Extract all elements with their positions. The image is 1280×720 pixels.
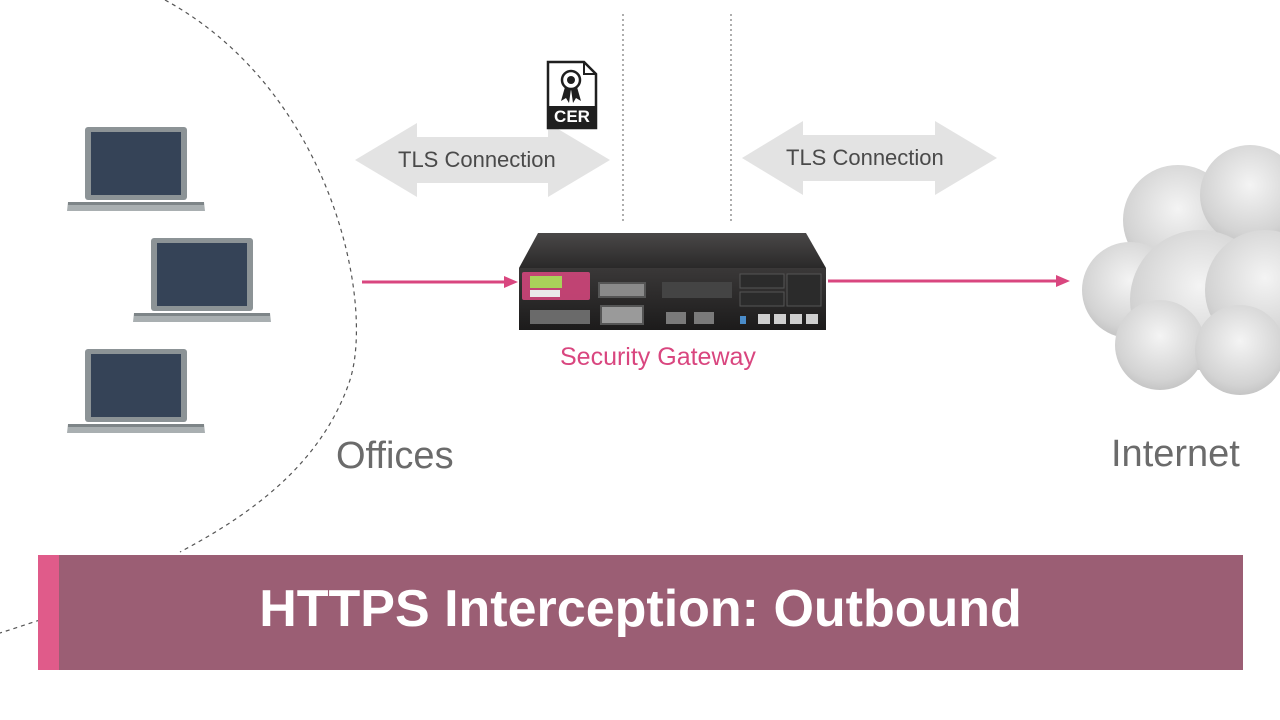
internet-cloud-icon — [1082, 145, 1280, 395]
security-gateway-device — [519, 233, 826, 330]
banner-accent-edge — [38, 555, 59, 670]
offices-boundary-tail — [0, 619, 41, 634]
offices-label: Offices — [336, 435, 454, 477]
banner-title: HTTPS Interception: Outbound — [259, 580, 1022, 638]
tls-arrow-right — [742, 121, 997, 195]
flow-arrowhead-internet — [1056, 275, 1070, 287]
banner-background — [38, 555, 1243, 670]
laptop-icon-1 — [67, 127, 205, 211]
laptop-icon-3 — [67, 349, 205, 433]
tls-arrow-left — [355, 123, 610, 197]
tls-connection-label-left: TLS Connection — [398, 147, 556, 172]
tls-connection-label-right: TLS Connection — [786, 145, 944, 170]
offices-boundary — [164, 0, 358, 553]
flow-arrowhead-gateway — [504, 276, 518, 288]
certificate-icon — [546, 60, 598, 130]
laptop-icon-2 — [133, 238, 271, 322]
security-gateway-label: Security Gateway — [560, 343, 756, 371]
internet-label: Internet — [1111, 433, 1240, 475]
certificate-label: CER — [554, 107, 590, 126]
